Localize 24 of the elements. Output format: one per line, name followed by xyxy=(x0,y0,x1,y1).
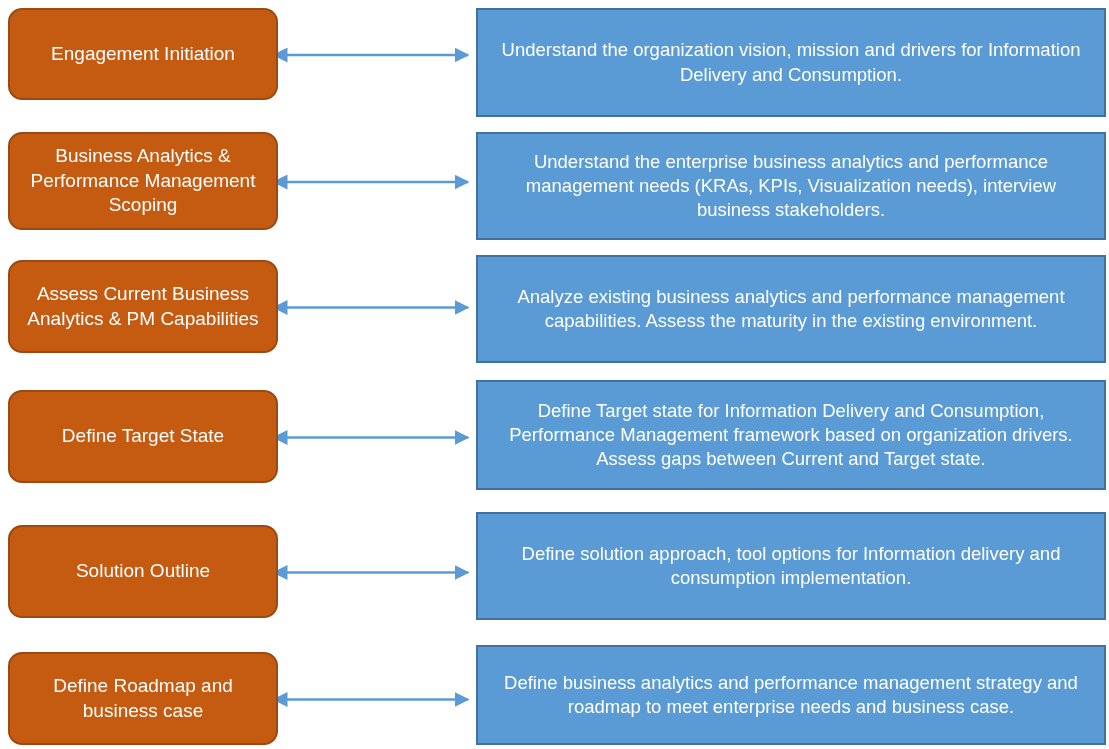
box-text: Assess Current Business Analytics & PM Capabilities xyxy=(26,281,260,331)
box-text: Define business analytics and performance management strategy and roadmap to meet enterprise needs and business case. xyxy=(503,670,1079,719)
description-box xyxy=(476,132,1106,240)
phase-box xyxy=(8,652,278,745)
phase-box xyxy=(8,8,278,100)
description-box xyxy=(476,255,1106,363)
box-text: Understand the organization vision, mission and drivers for Information Delivery and Consumption. xyxy=(500,38,1082,87)
phase-box xyxy=(8,390,278,483)
box-text: Define Roadmap and business case xyxy=(52,673,234,723)
box-text: Define solution approach, tool options for Information delivery and consumption implementation. xyxy=(520,541,1062,590)
box-text: Engagement Initiation xyxy=(51,41,235,66)
description-box xyxy=(476,645,1106,745)
phase-box xyxy=(8,132,278,230)
description-box xyxy=(476,380,1106,490)
box-text: Define Target State xyxy=(61,424,225,449)
phase-box xyxy=(8,525,278,618)
box-text: Business Analytics & Performance Management Scoping xyxy=(29,143,257,218)
box-text: Understand the enterprise business analytics and performance management needs (KRAs, KPIs, Visualization needs), interview business stakeholders. xyxy=(524,149,1058,222)
phase-box xyxy=(8,260,278,353)
description-box xyxy=(476,8,1106,117)
box-text: Analyze existing business analytics and performance management capabilities. Assess the maturity in the existing environment. xyxy=(516,284,1066,333)
box-text: Define Target state for Information Delivery and Consumption, Performance Management framework based on organization drivers. Assess gaps between Current and Target state. xyxy=(508,398,1074,471)
box-text: Solution Outline xyxy=(75,559,211,584)
description-box xyxy=(476,512,1106,620)
